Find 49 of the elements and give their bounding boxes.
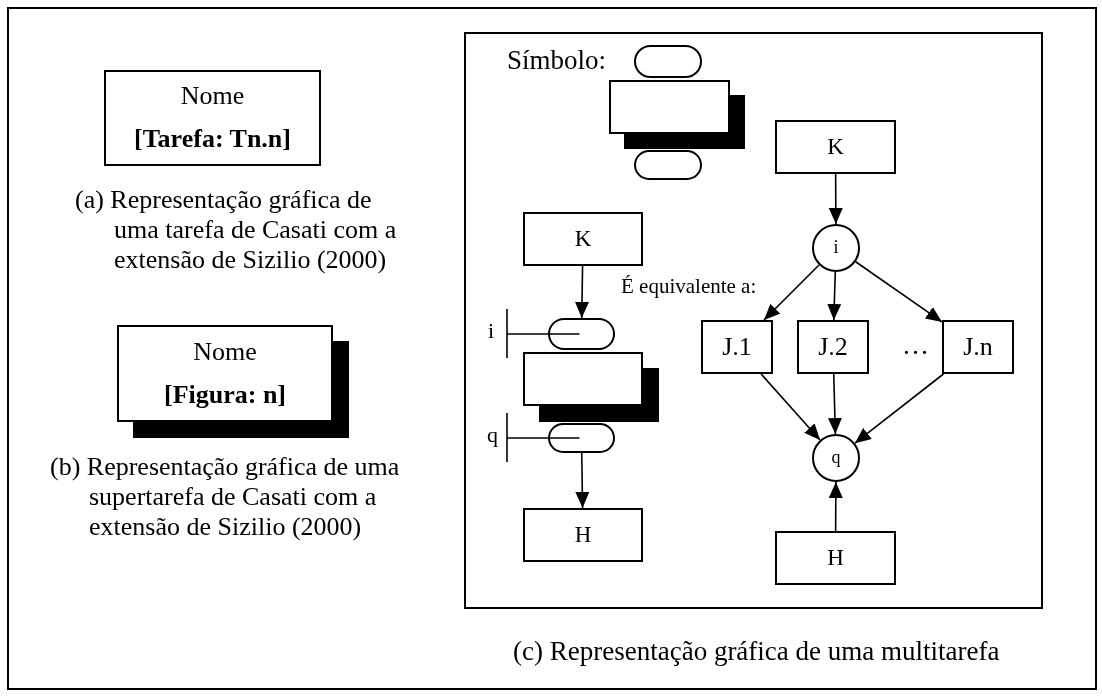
task-box — [104, 70, 321, 166]
capsule-shape — [634, 150, 702, 180]
box-title: H — [574, 522, 592, 548]
arrow — [763, 264, 820, 321]
arrow — [828, 481, 843, 532]
capsule-shape — [634, 45, 702, 78]
figure-caption: (a) Representação gráfica de uma tarefa de Casati com a extensão de Sizilio (2000) — [75, 185, 398, 275]
task-box — [523, 212, 643, 266]
box-title: H — [827, 545, 844, 571]
box-title: J.n — [963, 332, 993, 362]
shadowed-box — [609, 80, 746, 150]
port-label: q — [487, 422, 498, 448]
arrow — [575, 452, 590, 509]
port-label: i — [488, 318, 495, 344]
capsule-shape — [548, 423, 615, 453]
shadowed-box — [117, 325, 350, 438]
figure-caption: (b) Representação gráfica de uma supertarefa de Casati com a extensão de Sizilio (2000) — [50, 452, 401, 542]
figure-caption: (c) Representação gráfica de uma multitarefa — [513, 636, 1001, 666]
arrow — [575, 265, 589, 319]
box-title: Nome — [180, 82, 245, 111]
circle-label: i — [833, 238, 839, 258]
arrow — [827, 373, 842, 435]
task-box — [523, 508, 643, 562]
task-box — [775, 120, 896, 174]
symbol-label: Símbolo: — [507, 45, 607, 77]
ellipsis: … — [902, 330, 929, 362]
shadowed-box — [523, 352, 660, 423]
box-title: Nome — [193, 337, 257, 367]
task-box — [775, 531, 896, 585]
task-box — [701, 320, 773, 374]
arrow — [760, 373, 821, 441]
box-tag: [Tarefa: Tn.n] — [134, 125, 291, 154]
arrow — [854, 373, 945, 445]
circle-label: q — [831, 448, 841, 468]
capsule-shape — [548, 318, 615, 350]
task-box — [797, 320, 869, 374]
box-title: J.1 — [722, 332, 752, 362]
box-title: K — [574, 226, 592, 252]
connector-circle — [812, 434, 860, 482]
arrow — [827, 271, 842, 321]
panel-frame — [464, 32, 1043, 609]
arrow — [828, 173, 843, 225]
task-box — [942, 320, 1014, 374]
equivalence-note: É equivalente a: — [621, 274, 757, 299]
connector-circle — [812, 224, 860, 272]
box-tag: [Figura: n] — [163, 380, 286, 410]
box-title: K — [827, 134, 844, 160]
box-title: J.2 — [818, 332, 848, 362]
arrow — [854, 260, 943, 323]
